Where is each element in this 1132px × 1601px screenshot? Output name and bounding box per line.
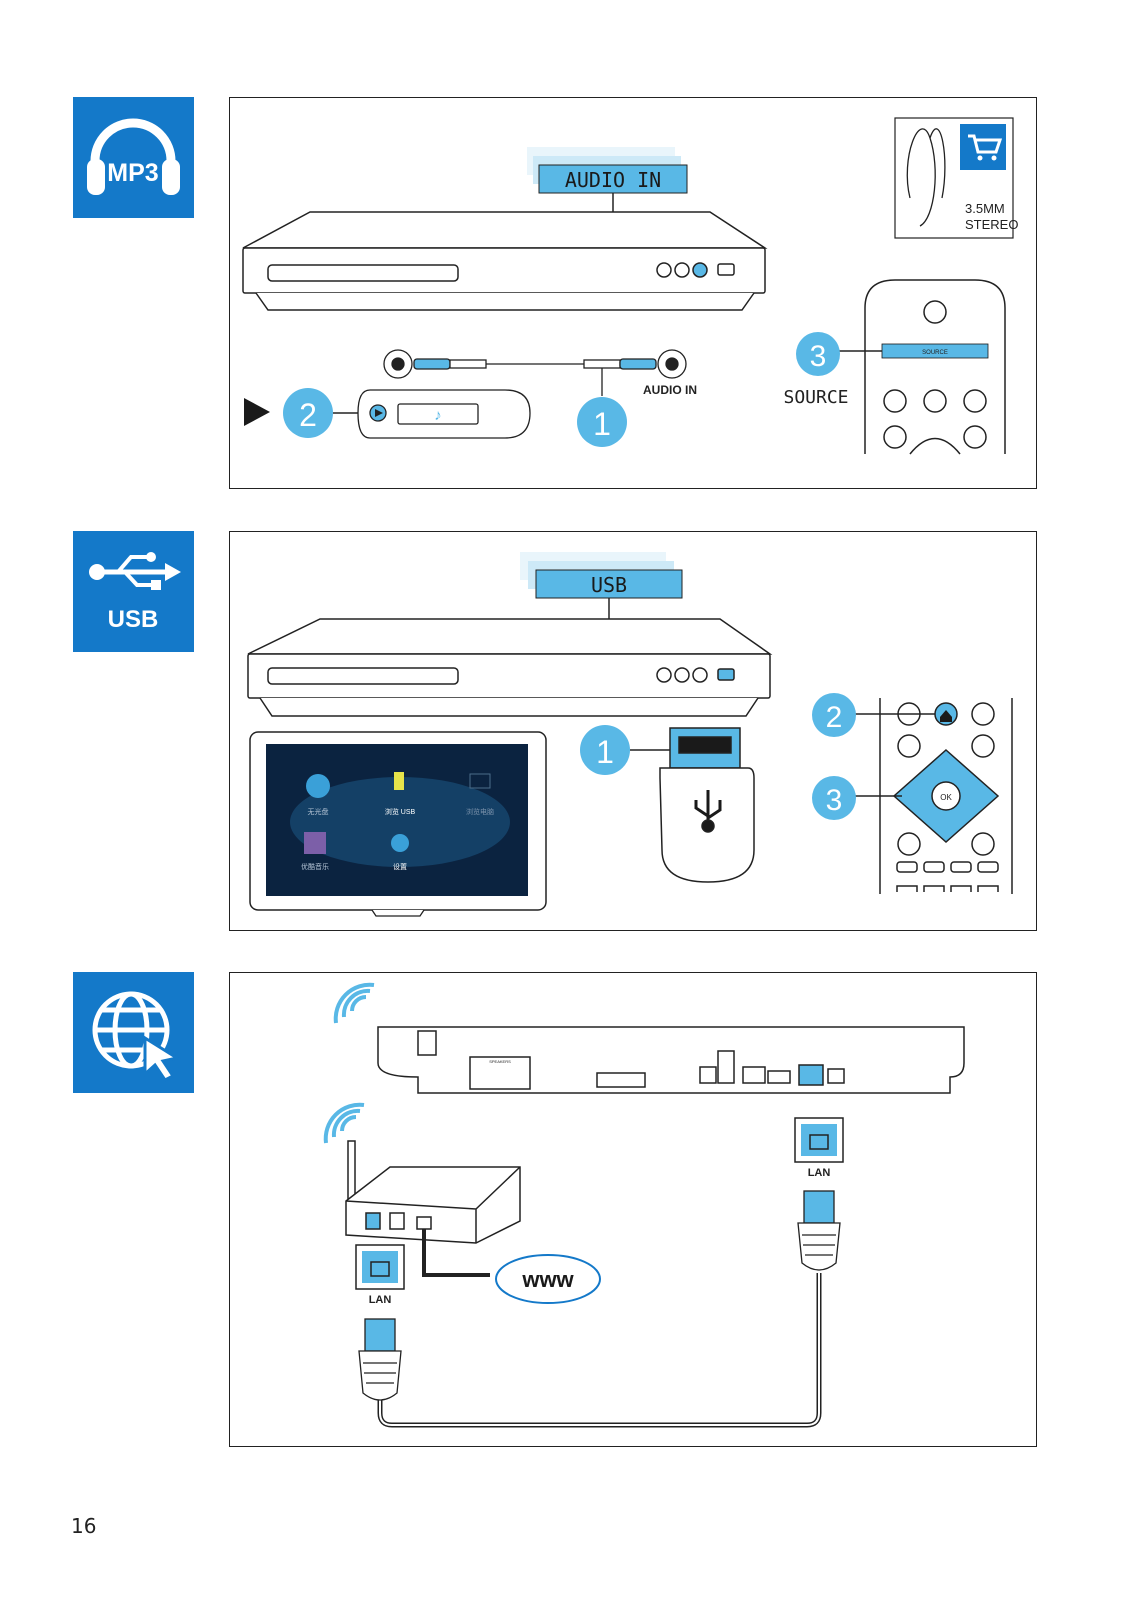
usb-section-icon: USB bbox=[73, 531, 194, 652]
home-icon bbox=[940, 710, 952, 722]
network-section-icon bbox=[73, 972, 194, 1093]
remote-control bbox=[864, 279, 1006, 455]
front-display: AUDIO IN bbox=[527, 147, 688, 270]
router bbox=[345, 1140, 521, 1277]
step-2-number: 2 bbox=[299, 397, 317, 433]
cable-accessory: 3.5MM STEREO bbox=[894, 117, 1018, 239]
mp3-player-device: ♪ bbox=[357, 389, 531, 439]
router-wifi-icon bbox=[323, 1102, 365, 1144]
lan-label-player: LAN bbox=[808, 1167, 831, 1179]
cable-label-line2: STEREO bbox=[965, 217, 1018, 232]
player-rear-panel bbox=[377, 1026, 965, 1094]
usb-step-3-number: 3 bbox=[826, 784, 843, 817]
usb-front-display: USB bbox=[520, 552, 683, 677]
step-3-number: 3 bbox=[810, 340, 827, 373]
disc-player bbox=[242, 211, 768, 311]
usb-step-1-badge bbox=[580, 725, 630, 775]
display-text: AUDIO IN bbox=[565, 168, 661, 192]
usb-step-3-badge bbox=[812, 776, 856, 820]
tv-menu-browse-usb: 浏览 USB bbox=[385, 807, 416, 816]
usb-display-text: USB bbox=[591, 573, 627, 597]
music-note-icon: ♪ bbox=[434, 407, 442, 424]
usb-step-2-badge bbox=[812, 693, 856, 737]
usb-disc-player bbox=[247, 618, 773, 717]
usb-tile-label: USB bbox=[108, 606, 159, 633]
ok-button-label: OK bbox=[940, 793, 952, 802]
internet-bubble bbox=[495, 1254, 601, 1304]
usb-instruction-panel: USB 无光盘 浏览 USB 浏览电脑 优酷音乐 设置 bbox=[229, 531, 1037, 931]
www-label: www bbox=[521, 1267, 574, 1292]
source-key-text: SOURCE bbox=[922, 350, 948, 356]
usb-step-2-number: 2 bbox=[826, 701, 843, 734]
tv-menu-no-disc: 无光盘 bbox=[308, 807, 329, 816]
step-3-badge bbox=[796, 332, 840, 376]
audio-in-jack-label: AUDIO IN bbox=[643, 383, 697, 397]
lan-label-router: LAN bbox=[369, 1294, 392, 1306]
step-2-badge bbox=[283, 388, 333, 438]
tv-menu-browse-pc: 浏览电脑 bbox=[466, 807, 494, 816]
mp3-section-icon: MP3 bbox=[73, 97, 194, 218]
speakers-label: SPEAKERS bbox=[489, 1059, 511, 1064]
cable-label-line1: 3.5MM bbox=[965, 201, 1005, 216]
network-instruction-panel: SPEAKERS LAN www bbox=[229, 972, 1037, 1447]
tv-menu-music: 优酷音乐 bbox=[301, 862, 329, 871]
audio-cable bbox=[383, 349, 687, 396]
wifi-icon bbox=[333, 982, 375, 1024]
step-1-badge bbox=[577, 397, 627, 447]
mp3-tile-label: MP3 bbox=[107, 159, 158, 187]
cart-icon bbox=[968, 134, 1003, 154]
lan-port-icon bbox=[809, 1134, 829, 1150]
lan-port-icon-router bbox=[370, 1261, 390, 1277]
usb-flash-drive bbox=[659, 727, 755, 883]
tv-menu-settings: 设置 bbox=[393, 862, 407, 871]
ethernet-plug-right bbox=[797, 1190, 841, 1271]
ethernet-cable bbox=[377, 1273, 822, 1428]
mp3-instruction-panel: AUDIO IN 3.5MM STEREO bbox=[229, 97, 1037, 489]
ethernet-plug-left bbox=[358, 1318, 402, 1401]
play-arrow-icon bbox=[244, 398, 270, 426]
page-number: 16 bbox=[71, 1514, 97, 1538]
tv-screen: 无光盘 浏览 USB 浏览电脑 优酷音乐 设置 bbox=[249, 731, 547, 917]
headphones-icon bbox=[90, 118, 176, 177]
source-label: SOURCE bbox=[783, 387, 848, 408]
step-1-number: 1 bbox=[593, 406, 611, 442]
usb-step-1-number: 1 bbox=[596, 734, 614, 770]
usb-logo-icon bbox=[694, 790, 722, 824]
usb-symbol-icon bbox=[89, 552, 181, 590]
